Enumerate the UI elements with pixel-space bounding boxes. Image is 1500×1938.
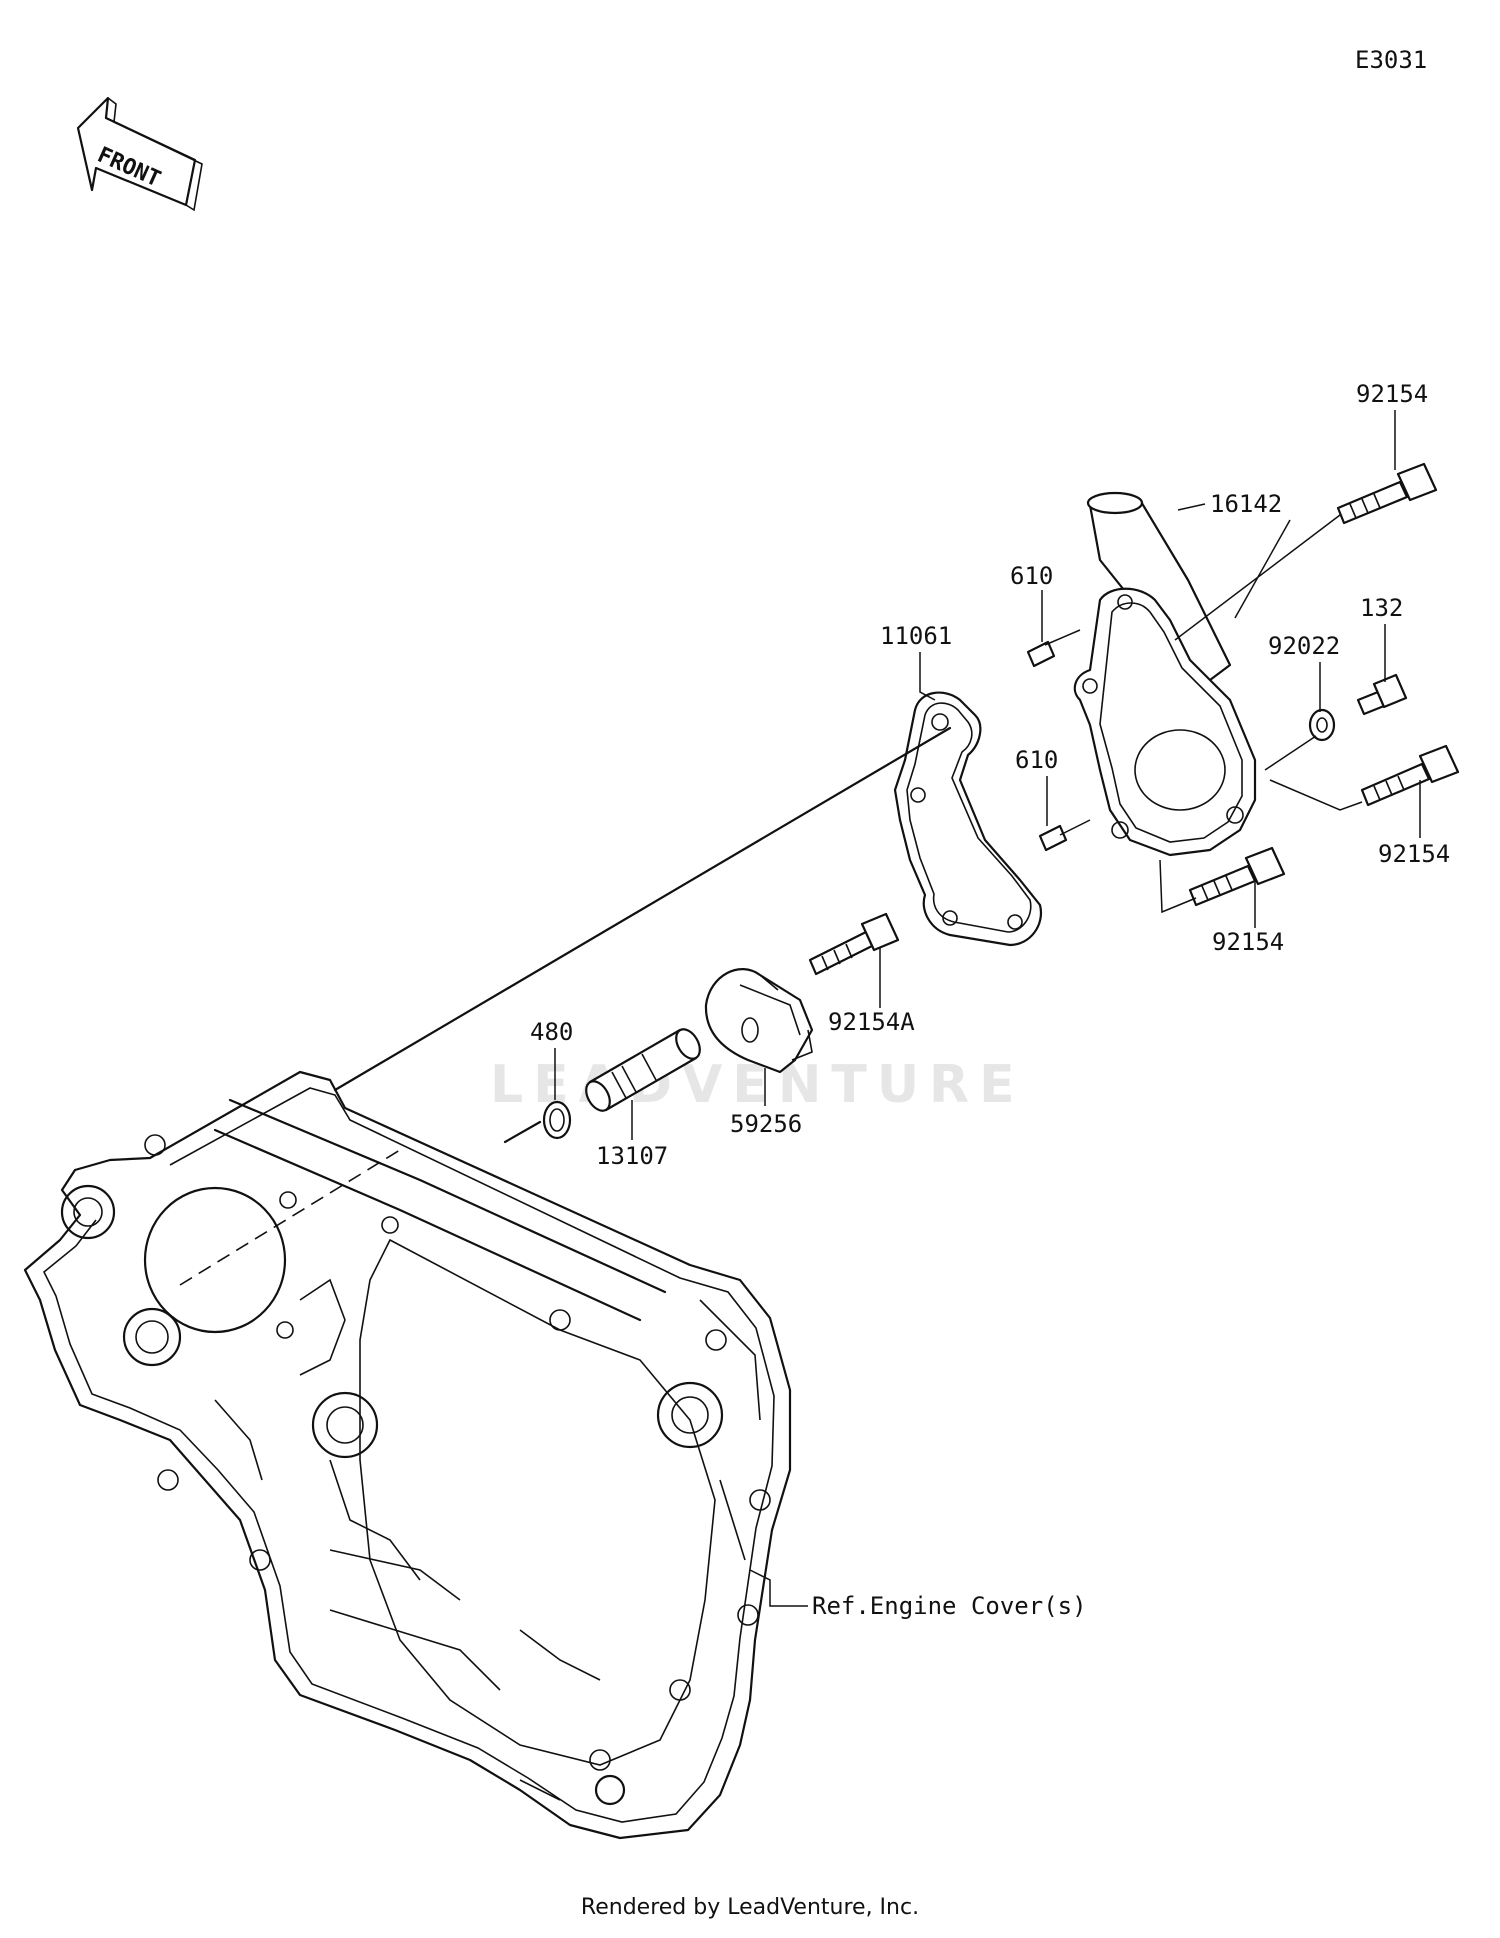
watermark-text: LEADVENTURE — [490, 1055, 1025, 1115]
reference-label: Ref.Engine Cover(s) — [812, 1592, 1087, 1620]
label-59256: 59256 — [730, 1110, 802, 1138]
label-11061: 11061 — [880, 622, 952, 650]
diagram-code: E3031 — [1355, 46, 1427, 74]
part-132-bolt — [1356, 673, 1408, 716]
part-59256-impeller — [704, 968, 814, 1074]
part-16142-pump-cover — [1073, 491, 1257, 857]
part-610-dowel-lower — [1038, 824, 1068, 852]
engine-cover — [23, 1070, 792, 1840]
part-92154-bolt-right — [1360, 744, 1460, 807]
label-132: 132 — [1360, 594, 1403, 622]
label-92022: 92022 — [1268, 632, 1340, 660]
part-11061-gasket — [893, 691, 1043, 947]
label-92154-top: 92154 — [1356, 380, 1428, 408]
label-610-upper: 610 — [1010, 562, 1053, 590]
front-label: FRONT — [94, 143, 165, 193]
part-480-circlip — [542, 1100, 572, 1140]
part-610-dowel-upper — [1026, 640, 1056, 668]
label-92154-right: 92154 — [1378, 840, 1450, 868]
front-arrow-icon: FRONT — [76, 96, 203, 212]
label-480: 480 — [530, 1018, 573, 1046]
watermark: LEADVENTURE — [490, 1055, 1025, 1115]
callouts: 92154 16142 610 11061 132 92022 610 9215… — [530, 380, 1450, 1620]
part-92154-bolt-top — [1336, 462, 1438, 525]
part-92154A-bolt — [808, 912, 900, 976]
part-92022-washer — [1308, 708, 1336, 742]
footer-credit: Rendered by LeadVenture, Inc. — [580, 1895, 920, 1920]
part-92154-bolt-lower — [1188, 846, 1286, 907]
label-610-lower: 610 — [1015, 746, 1058, 774]
label-16142: 16142 — [1210, 490, 1282, 518]
label-92154A: 92154A — [828, 1008, 915, 1036]
label-92154-lower: 92154 — [1212, 928, 1284, 956]
part-13107-shaft — [585, 1028, 701, 1112]
label-13107: 13107 — [596, 1142, 668, 1170]
